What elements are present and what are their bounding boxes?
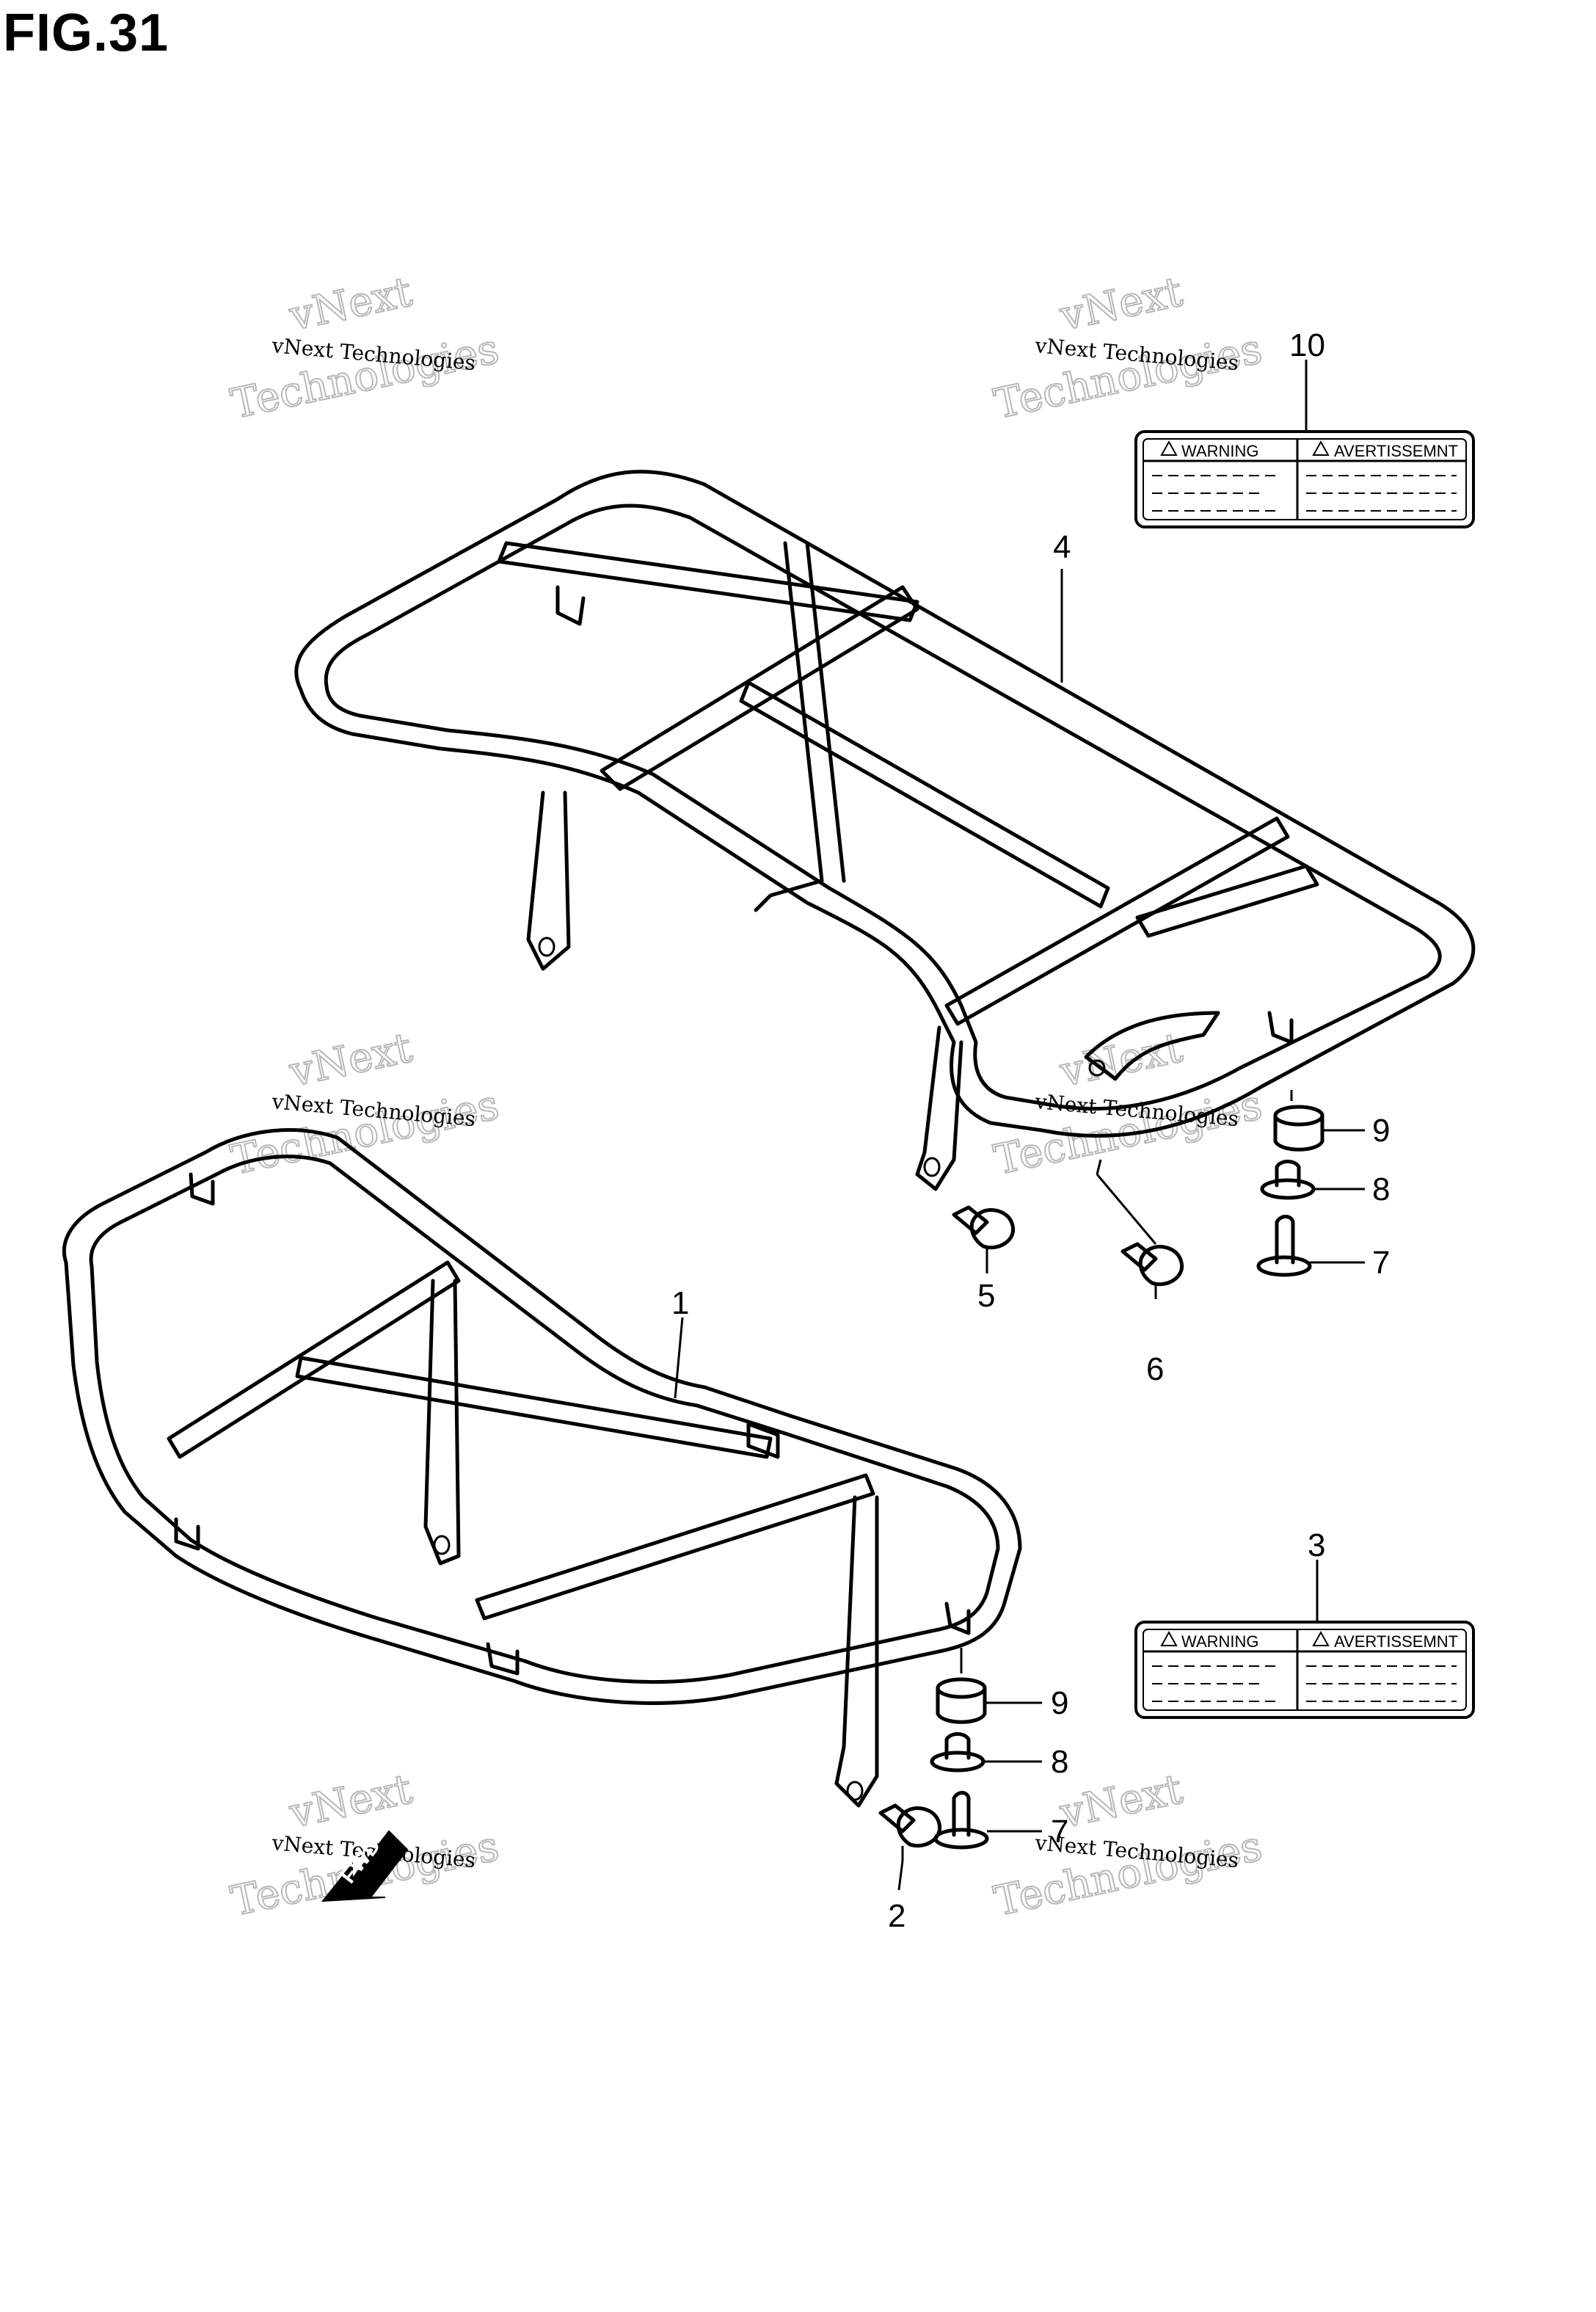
callout-6: 6 <box>1146 1351 1164 1387</box>
svg-text:vNext: vNext <box>1055 1024 1187 1097</box>
callout-9-top: 9 <box>1372 1113 1390 1149</box>
callout-2: 2 <box>888 1898 906 1934</box>
collar-part-8-bottom <box>930 1732 985 1773</box>
screw-part-7-top <box>1256 1215 1312 1277</box>
warning-label-part-10: WARNING AVERTISSEMNT <box>1134 430 1475 528</box>
svg-text:vNext: vNext <box>1055 1765 1187 1838</box>
callout-8-bottom: 8 <box>1051 1744 1068 1780</box>
cushion-part-9-bottom <box>936 1677 987 1724</box>
callout-3: 3 <box>1308 1527 1325 1563</box>
svg-text:WARNING: WARNING <box>1181 442 1259 460</box>
watermark-2: vNext Technologies vNext Technologies <box>989 267 1267 429</box>
svg-text:vNext: vNext <box>285 1765 416 1838</box>
callout-9-bottom: 9 <box>1051 1685 1068 1721</box>
callout-7-bottom: 7 <box>1051 1814 1068 1850</box>
cushion-part-9-top <box>1273 1105 1324 1152</box>
bolt-part-5 <box>952 1205 1016 1262</box>
leader-lines <box>674 360 1365 1891</box>
watermark-6: vNext Technologies vNext Technologies <box>989 1764 1267 1927</box>
callout-5: 5 <box>977 1278 995 1314</box>
callout-10: 10 <box>1289 327 1325 363</box>
screw-part-7-bottom <box>933 1791 989 1850</box>
svg-text:vNext: vNext <box>285 1024 416 1097</box>
warning-label-part-3: WARNING AVERTISSEMNT <box>1134 1621 1475 1719</box>
bolt-part-2 <box>878 1803 942 1861</box>
svg-text:vNext: vNext <box>285 268 416 341</box>
svg-text:vNext: vNext <box>1055 268 1187 341</box>
callout-4: 4 <box>1053 529 1071 565</box>
collar-part-8-top <box>1260 1160 1316 1200</box>
callout-8-top: 8 <box>1372 1171 1390 1207</box>
rear-carrier-part-4 <box>294 470 1476 1191</box>
callout-1: 1 <box>671 1285 689 1321</box>
callout-7-top: 7 <box>1372 1245 1390 1281</box>
figure-title: FIG.31 <box>3 4 170 62</box>
watermark-1: vNext Technologies vNext Technologies <box>226 267 503 429</box>
svg-text:WARNING: WARNING <box>1181 1632 1259 1651</box>
svg-text:AVERTISSEMNT: AVERTISSEMNT <box>1334 1632 1458 1651</box>
watermark-3: vNext Technologies vNext Technologies <box>226 1023 503 1185</box>
bolt-part-6 <box>1121 1242 1184 1299</box>
front-carrier-part-1 <box>62 1128 1022 1808</box>
svg-text:AVERTISSEMNT: AVERTISSEMNT <box>1334 442 1458 460</box>
